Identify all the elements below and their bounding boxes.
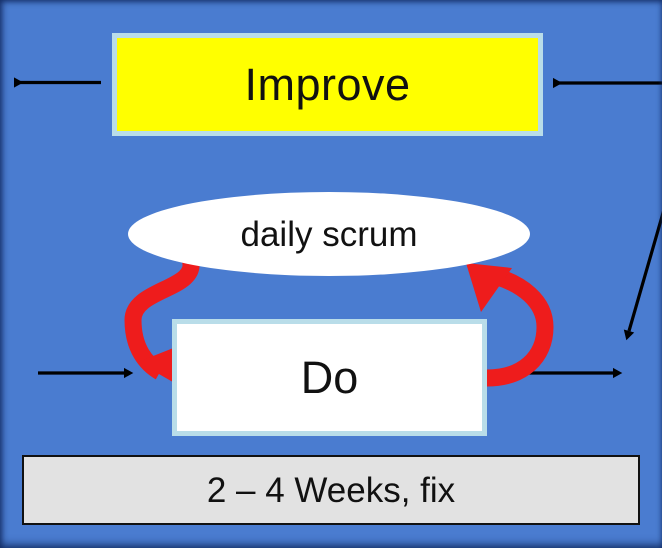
- node-timebox-label: 2 – 4 Weeks, fix: [206, 470, 456, 510]
- node-improve[interactable]: Improve: [112, 33, 543, 136]
- connector-do-to-scrum-loop: [466, 263, 554, 387]
- connector-feedback-diagonal: [623, 210, 662, 341]
- node-timebox[interactable]: 2 – 4 Weeks, fix: [22, 455, 640, 525]
- node-do-label: Do: [300, 352, 359, 403]
- node-daily-scrum[interactable]: daily scrum: [128, 192, 530, 276]
- node-improve-label: Improve: [244, 59, 411, 110]
- node-do[interactable]: Do: [172, 319, 487, 436]
- node-daily-scrum-label: daily scrum: [240, 214, 418, 254]
